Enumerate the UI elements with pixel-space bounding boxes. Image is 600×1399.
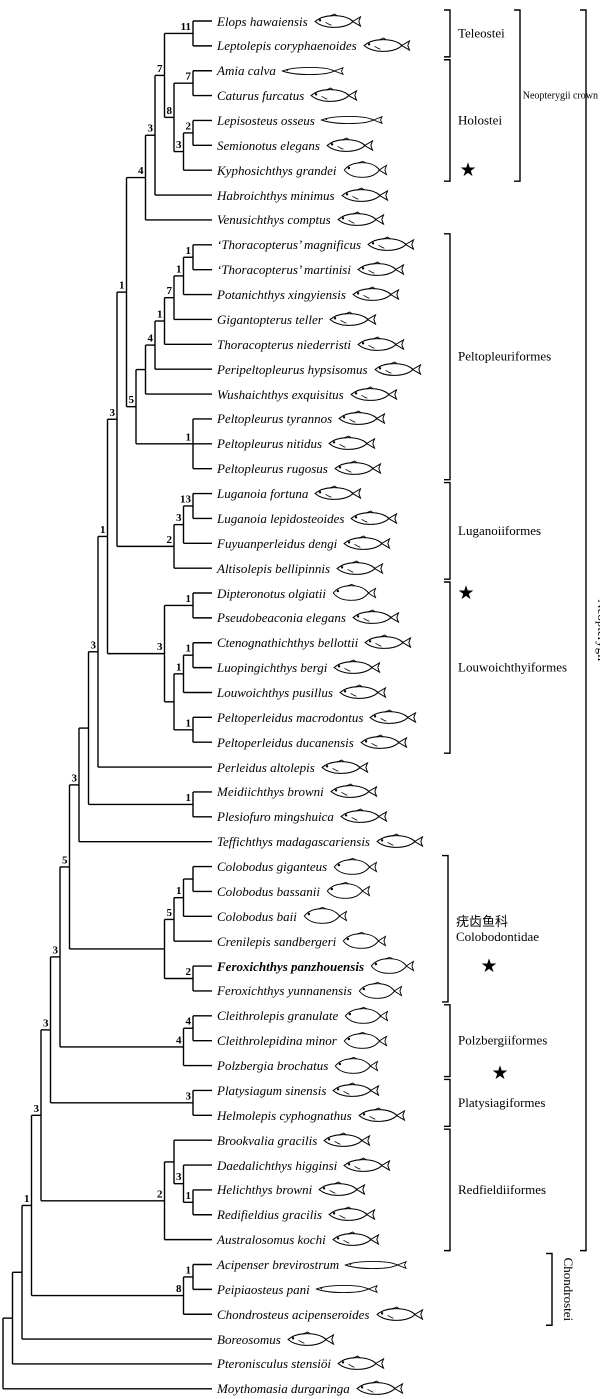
- node-support-value: 3: [186, 1090, 192, 1102]
- node-support-value: 1: [186, 245, 192, 257]
- clade-bracket: [444, 1128, 451, 1252]
- node-support-value: 7: [186, 71, 192, 83]
- clade-label: Neopterygii: [595, 599, 600, 661]
- node-support-value: 1: [186, 643, 192, 655]
- node-support-value: 3: [176, 512, 182, 524]
- node-support-value: 1: [176, 885, 182, 897]
- node-support-value: 4: [176, 1034, 182, 1046]
- node-support-value: 4: [186, 1016, 192, 1028]
- node-support-value: 3: [176, 1171, 182, 1183]
- node-support-value: 8: [176, 1283, 182, 1295]
- node-support-value: 2: [157, 1188, 163, 1200]
- node-support-value: 1: [186, 717, 192, 729]
- clade-bracket: [444, 1078, 451, 1127]
- node-support-value: 3: [34, 1103, 40, 1115]
- node-support-value: 13: [180, 493, 192, 505]
- node-support-value: 1: [186, 431, 192, 443]
- node-support-value: 2: [167, 534, 173, 546]
- clade-label: Neopterygii crown: [523, 91, 598, 102]
- node-support-value: 3: [72, 772, 78, 784]
- clade-bracket: [444, 1004, 451, 1078]
- node-support-value: 2: [186, 120, 192, 132]
- node-support-value: 3: [148, 123, 154, 135]
- star-icon: ★: [480, 955, 497, 977]
- node-support-value: 4: [138, 165, 144, 177]
- clade-bracket: [546, 1252, 553, 1326]
- node-support-value: 1: [100, 524, 106, 536]
- node-support-value: 5: [129, 394, 135, 406]
- star-icon: ★: [457, 582, 474, 604]
- clade-bracket: [580, 9, 587, 1252]
- node-support-value: 1: [186, 1190, 192, 1202]
- node-support-value: 7: [157, 63, 163, 75]
- clade-bracket: [444, 9, 451, 58]
- clade-label: Louwoichthyiformes: [458, 660, 567, 675]
- node-support-value: 5: [167, 907, 173, 919]
- node-support-value: 11: [181, 21, 191, 33]
- node-support-value: 3: [43, 1017, 49, 1029]
- clade-label: Holostei: [458, 112, 502, 127]
- node-support-value: 5: [62, 854, 68, 866]
- node-support-value: 2: [186, 966, 192, 978]
- clade-label: Peltopleuriformes: [458, 349, 551, 364]
- node-support-value: 3: [157, 641, 163, 653]
- node-support-value: 3: [110, 407, 116, 419]
- node-support-value: 1: [157, 308, 163, 320]
- clade-label: Redfieldiiformes: [458, 1182, 546, 1197]
- clade-label: Platysiagiformes: [458, 1095, 545, 1110]
- clade-label: Polzbergiiformes: [458, 1033, 547, 1048]
- clade-label: Colobodontidae: [456, 929, 539, 944]
- node-support-value: 7: [167, 285, 173, 297]
- star-icon: ★: [459, 159, 476, 181]
- clade-label: Chondrostei: [561, 1258, 576, 1322]
- node-support-value: 3: [91, 639, 97, 651]
- node-support-value: 1: [186, 1264, 192, 1276]
- node-support-value: 1: [176, 263, 182, 275]
- clade-bracket: [444, 581, 451, 754]
- node-support-value: 1: [186, 792, 192, 804]
- node-support-value: 8: [167, 105, 173, 117]
- clade-label: Luganoiiformes: [458, 523, 541, 538]
- clade-bracket: [444, 233, 451, 481]
- node-support-value: 3: [176, 139, 182, 151]
- clade-bracket: [514, 9, 521, 182]
- clade-label: Teleostei: [458, 25, 505, 40]
- node-support-value: 1: [24, 1193, 30, 1205]
- clade-bracket: [444, 59, 451, 182]
- node-support-value: 1: [186, 593, 192, 605]
- node-support-value: 4: [148, 333, 154, 345]
- clade-bracket: [444, 481, 451, 580]
- node-support-value: 1: [176, 661, 182, 673]
- node-support-value: 3: [53, 944, 59, 956]
- star-icon: ★: [491, 1062, 508, 1084]
- clade-label: 疣齿鱼科: [456, 914, 508, 929]
- node-support-value: 1: [119, 280, 125, 292]
- clade-bracket: [442, 854, 449, 1003]
